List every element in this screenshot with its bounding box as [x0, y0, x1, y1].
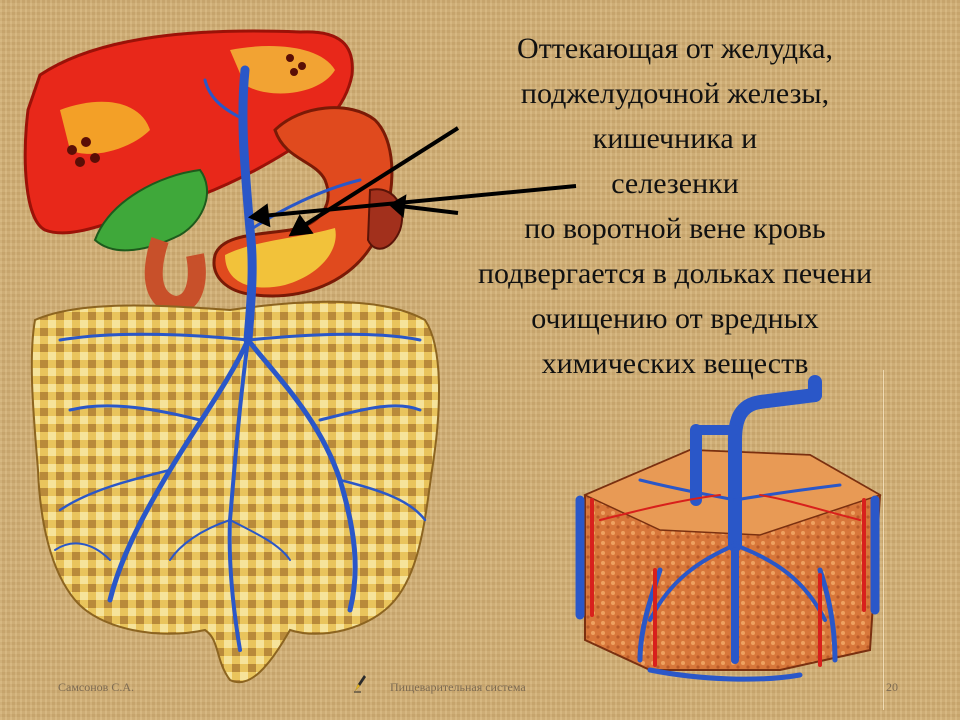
text-line: поджелудочной железы, — [520, 77, 830, 110]
portal-vein-tree — [54, 65, 427, 652]
liver-lobule-illustration — [575, 375, 882, 682]
text-line: Оттекающая от желудка, — [517, 32, 833, 65]
gallbladder-shape — [93, 168, 209, 252]
text-line: по воротной вене кровь — [524, 212, 826, 245]
pen-icon — [354, 675, 366, 693]
text-line: селезенки — [611, 167, 739, 200]
spleen-shape — [366, 188, 403, 250]
intestines-shape — [30, 300, 440, 683]
footer-author: Самсонов С.А. — [58, 680, 135, 694]
text-line: кишечника и — [592, 122, 758, 155]
main-text: Оттекающая от желудка, поджелудочной жел… — [420, 26, 930, 386]
annotation-arrows — [247, 126, 577, 237]
page-number: 20 — [886, 680, 898, 694]
divider-line — [883, 370, 884, 710]
text-line: химических веществ — [541, 347, 809, 380]
text-line: подвергается в дольках печени — [477, 257, 873, 290]
text-line: очищению от вредных — [531, 302, 819, 335]
footer-title: Пищеварительная система — [390, 680, 526, 694]
